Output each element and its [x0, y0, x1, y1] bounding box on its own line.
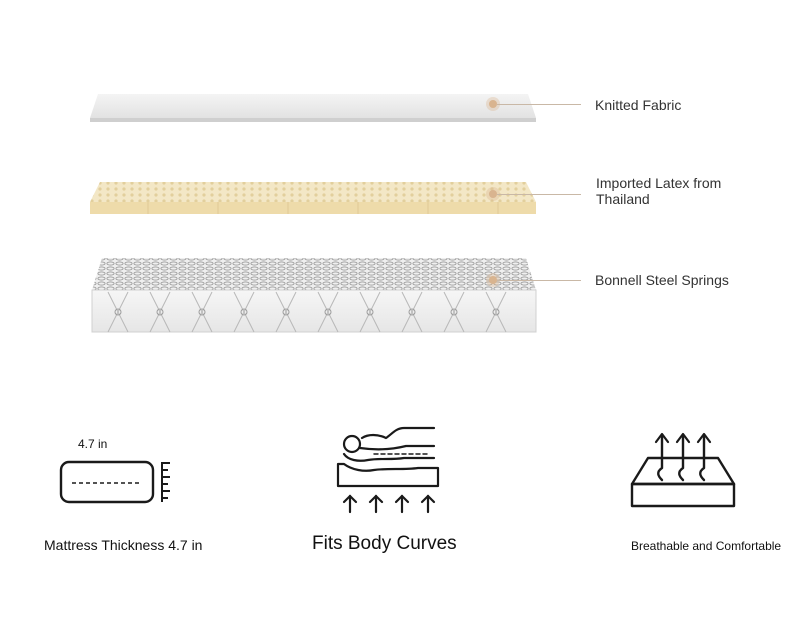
thickness-caption: Mattress Thickness 4.7 in: [44, 537, 203, 553]
latex-callout-dot: [489, 190, 497, 198]
thickness-dimension: 4.7 in: [78, 437, 108, 451]
knitted-fabric-layer: [88, 92, 538, 126]
mattress-thickness-icon: [58, 458, 174, 506]
latex-layer: [88, 180, 538, 216]
latex-label-line1: Imported Latex from: [596, 175, 722, 191]
fabric-callout-dot: [489, 100, 497, 108]
latex-label: Imported Latex from Thailand: [596, 175, 721, 207]
breathable-icon: [628, 428, 738, 512]
latex-callout-line: [497, 194, 581, 195]
breathable-caption: Breathable and Comfortable: [631, 539, 782, 553]
fabric-callout-line: [497, 104, 581, 105]
body-curves-caption: Fits Body Curves: [312, 533, 457, 554]
springs-callout-line: [497, 280, 581, 281]
latex-label-line2: Thailand: [596, 191, 650, 207]
body-curves-icon: [334, 424, 444, 516]
springs-callout-dot: [489, 276, 497, 284]
springs-label: Bonnell Steel Springs: [595, 272, 729, 288]
fabric-label: Knitted Fabric: [595, 97, 682, 113]
springs-layer: [88, 256, 540, 338]
